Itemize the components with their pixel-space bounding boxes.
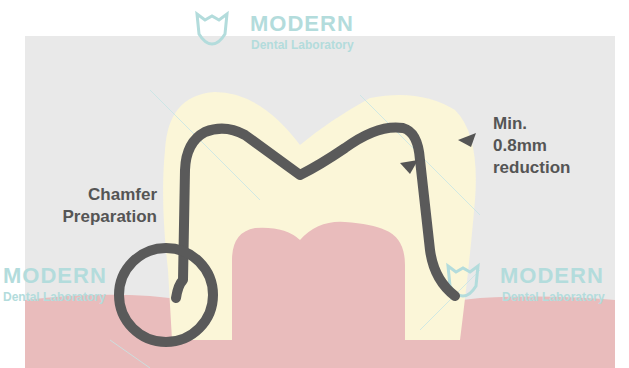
preparation-line bbox=[176, 127, 455, 298]
watermark-lines bbox=[110, 90, 480, 368]
chamfer-callout-circle bbox=[119, 248, 213, 342]
watermark-subtitle: Dental Laboratory bbox=[502, 290, 605, 304]
preparation-label: Chamfer Preparation bbox=[40, 184, 157, 228]
watermark-subtitle: Dental Laboratory bbox=[251, 38, 354, 52]
watermark-subtitle: Dental Laboratory bbox=[3, 290, 106, 304]
reduction-arrow-inner bbox=[400, 160, 418, 174]
watermark-title: MODERN bbox=[250, 12, 354, 36]
reduction-arrow-outer bbox=[458, 133, 476, 147]
background-panel bbox=[25, 36, 615, 368]
dimension-label: Min. 0.8mm reduction bbox=[493, 113, 577, 179]
watermark-title: MODERN bbox=[500, 264, 604, 288]
watermark-title: MODERN bbox=[3, 264, 107, 288]
pulp bbox=[232, 222, 405, 368]
